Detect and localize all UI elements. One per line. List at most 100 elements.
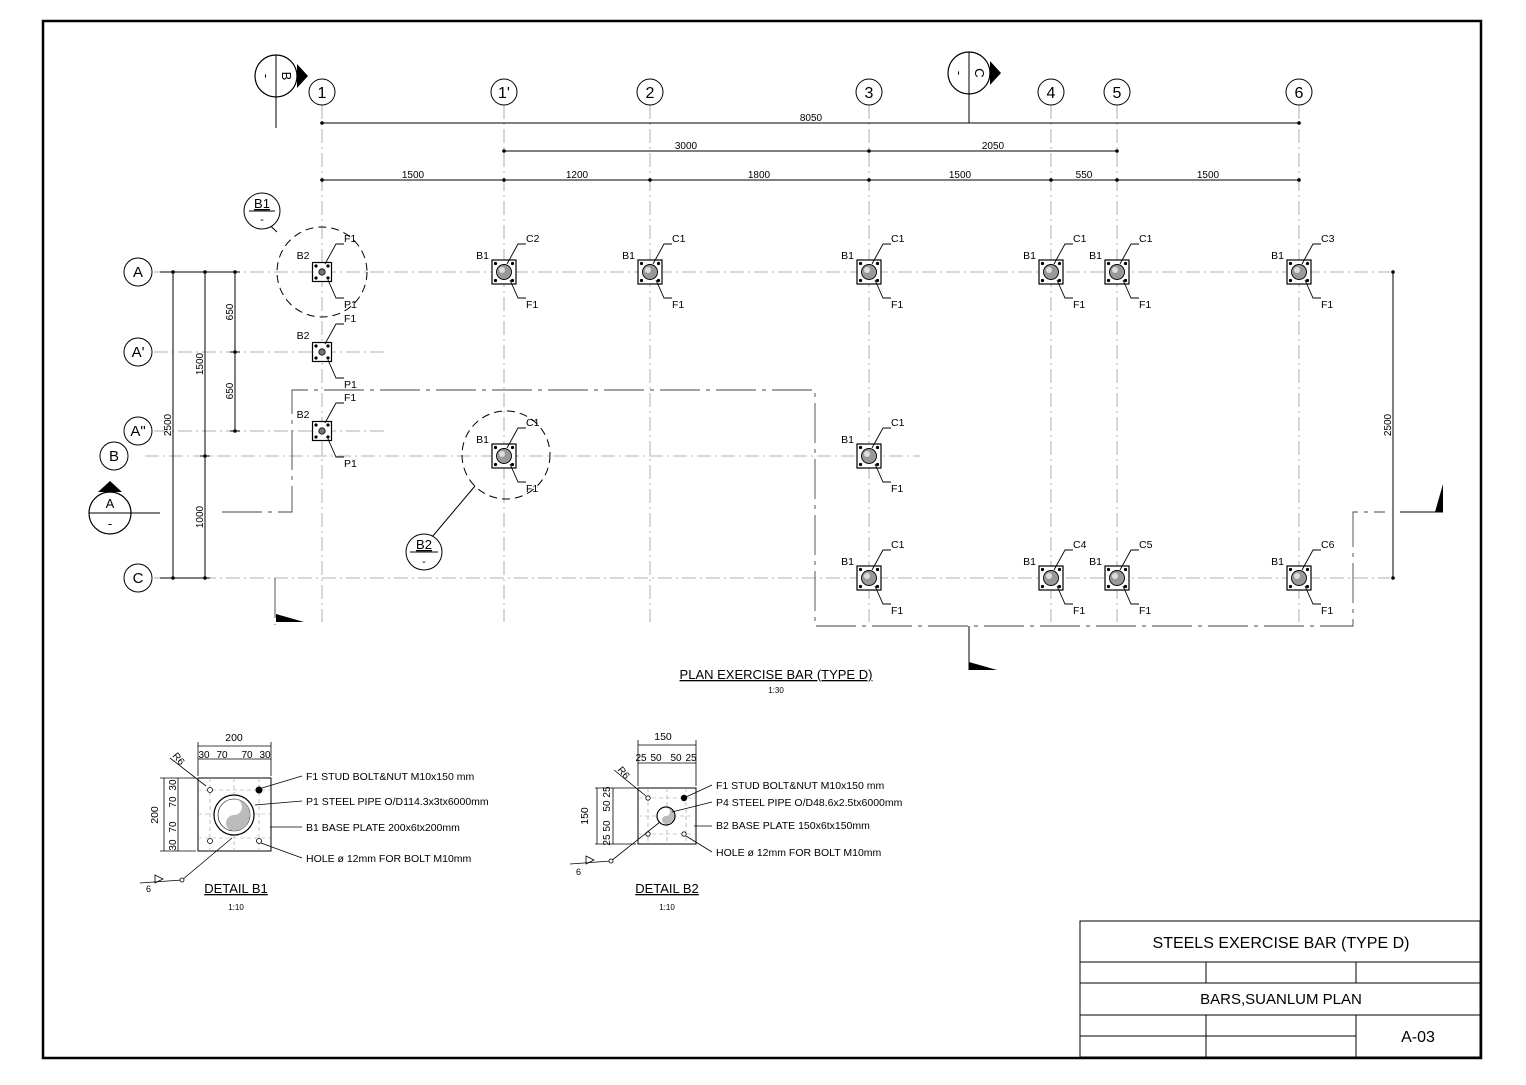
dim-1500-a: 1500 <box>402 170 425 181</box>
dim-1500-c: 1500 <box>1197 170 1220 181</box>
b2-top-total: 150 <box>654 731 672 743</box>
bolt <box>1040 584 1045 589</box>
b1-side-2: 70 <box>168 796 179 808</box>
bolt <box>326 344 330 348</box>
b2-top-3: 50 <box>670 753 682 764</box>
b2-note-p4: P4 STEEL PIPE O/D48.6x2.5tx6000mm <box>716 797 903 809</box>
plate-label: B1 <box>476 250 489 262</box>
column-mark-top: C1 <box>891 417 905 429</box>
plate-label: B1 <box>1089 250 1102 262</box>
plate-label: B2 <box>297 250 310 262</box>
pipe-highlight <box>864 573 870 579</box>
bolt <box>858 445 863 450</box>
column-mark-top: C6 <box>1321 539 1335 551</box>
column-mark-bottom: F1 <box>891 483 903 495</box>
plate-label: B1 <box>1089 556 1102 568</box>
column-mark-bottom: F1 <box>1139 299 1151 311</box>
leader-bottom <box>509 463 526 483</box>
title-drawing: BARS,SUANLUM PLAN <box>1200 991 1362 1008</box>
leader-bottom <box>327 438 344 458</box>
leader-top <box>324 402 344 424</box>
bolt <box>326 356 330 360</box>
grid-col-5: 5 <box>1113 85 1122 102</box>
section-c-letter: C <box>972 68 987 77</box>
column-mark-bottom: F1 <box>1139 605 1151 617</box>
grid-row-c: C <box>133 570 144 587</box>
grid-col-1p: 1' <box>498 85 510 102</box>
leader-bottom <box>874 585 891 605</box>
b2-note-f1: F1 STUD BOLT&NUT M10x150 mm <box>716 780 884 792</box>
bolt <box>858 278 863 283</box>
leader-bottom <box>1056 279 1073 299</box>
pipe-highlight <box>1112 573 1118 579</box>
plate-label: B2 <box>297 409 310 421</box>
bolt <box>1305 261 1310 266</box>
bolt <box>1305 278 1310 283</box>
b1-note-f1: F1 STUD BOLT&NUT M10x150 mm <box>306 771 474 783</box>
bolt <box>656 261 661 266</box>
bolt <box>510 462 515 467</box>
plate-label: B1 <box>476 434 489 446</box>
callout-b1-label: B1 <box>254 196 270 211</box>
b1-weld: 6 <box>146 884 151 894</box>
bolt <box>858 584 863 589</box>
leader-top <box>324 323 344 345</box>
grid-lines <box>145 105 1390 622</box>
column-mark-bottom: F1 <box>526 483 538 495</box>
leader-bottom <box>874 279 891 299</box>
grid-row-a2: A" <box>130 423 145 440</box>
steel-pipe <box>318 268 326 276</box>
bolt <box>493 462 498 467</box>
leader-bottom <box>327 279 344 299</box>
grid-row-a1: A' <box>132 344 145 361</box>
column-mark-bottom: F1 <box>1321 605 1333 617</box>
bolt <box>493 278 498 283</box>
dimension-ticks <box>171 121 1395 580</box>
pipe-highlight <box>499 451 505 457</box>
bolt <box>875 261 880 266</box>
bolt <box>875 278 880 283</box>
bolt <box>858 261 863 266</box>
dim-8050: 8050 <box>800 113 823 124</box>
leader-top <box>871 427 891 449</box>
bolt <box>1057 261 1062 266</box>
leader-top <box>871 243 891 265</box>
leader-bottom <box>1122 279 1139 299</box>
bolt <box>1123 567 1128 572</box>
b2-top-1: 25 <box>635 753 647 764</box>
leader-bottom <box>509 279 526 299</box>
dimension-texts: 8050 3000 2050 1500 1200 1800 1500 550 1… <box>163 113 1394 528</box>
dim-right-2500: 2500 <box>1383 413 1394 436</box>
section-mark-a: A - <box>88 481 160 535</box>
grid-col-4: 4 <box>1047 85 1056 102</box>
b1-top-2: 70 <box>216 750 228 761</box>
column-mark-top: C1 <box>526 417 540 429</box>
steel-pipe <box>318 427 326 435</box>
dim-left-1500: 1500 <box>195 352 206 375</box>
grid-row-b: B <box>109 448 119 465</box>
bolt <box>1106 584 1111 589</box>
column-mark-top: C5 <box>1139 539 1153 551</box>
bolt <box>510 445 515 450</box>
callout-b2-sub: - <box>422 556 426 568</box>
section-a-letter: - <box>108 516 112 531</box>
leader-bottom <box>1304 279 1321 299</box>
b2-side-3: 50 <box>602 820 613 832</box>
column-mark-bottom: F1 <box>526 299 538 311</box>
grid-row-a: A <box>133 264 143 281</box>
callout-b2-label: B2 <box>416 537 432 552</box>
leader-bottom <box>655 279 672 299</box>
bolt <box>493 261 498 266</box>
b1-top-3: 70 <box>241 750 253 761</box>
b2-side-4: 25 <box>602 834 613 846</box>
column-mark-top: F1 <box>344 233 356 245</box>
detail-b2-title: DETAIL B2 <box>635 881 699 896</box>
pipe-highlight <box>499 267 505 273</box>
